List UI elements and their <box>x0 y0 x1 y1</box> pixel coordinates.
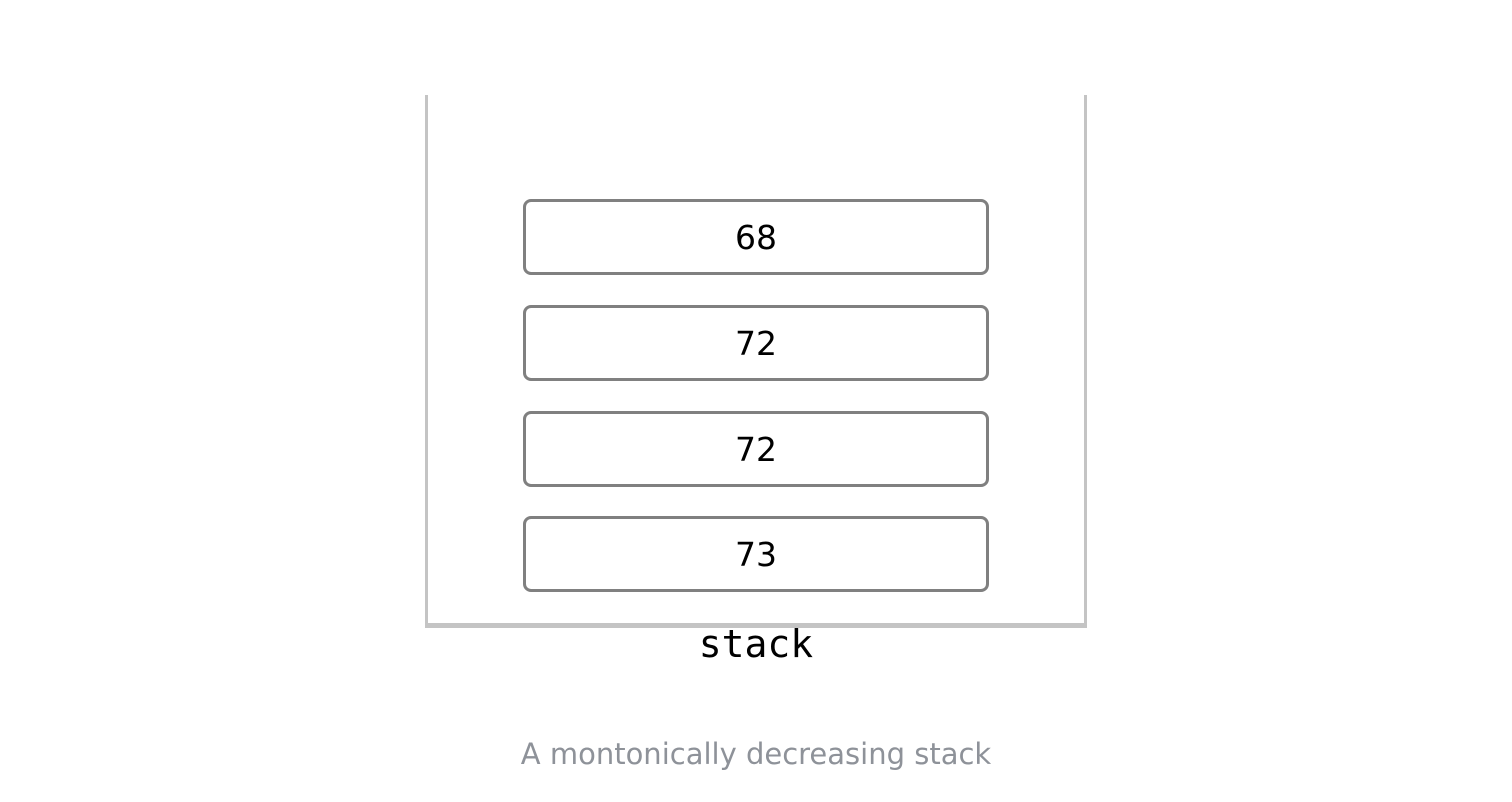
figure-caption: A montonically decreasing stack <box>520 737 992 771</box>
stack-item-value: 72 <box>735 429 777 469</box>
stack-label: stack <box>698 622 814 666</box>
stack-item-value: 73 <box>735 534 777 574</box>
stack-item: 68 <box>523 199 989 275</box>
stack-item: 72 <box>523 411 989 487</box>
stack-item: 72 <box>523 305 989 381</box>
stack-item-value: 68 <box>735 217 777 257</box>
stack-item: 73 <box>523 516 989 592</box>
stack-container: 68 72 72 73 <box>425 95 1087 628</box>
stack-item-value: 72 <box>735 323 777 363</box>
